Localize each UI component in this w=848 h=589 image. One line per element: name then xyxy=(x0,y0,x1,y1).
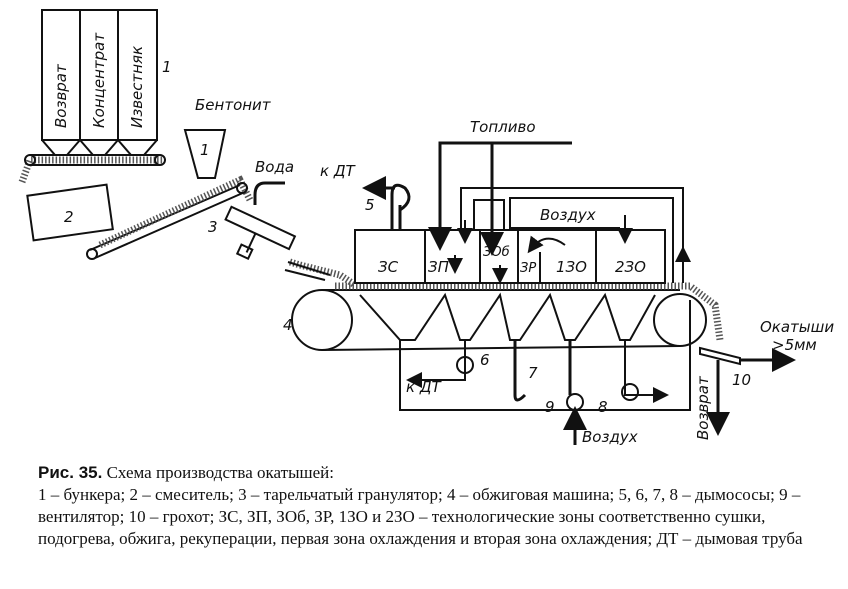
fuel-label: Топливо xyxy=(470,118,536,136)
pellets-label: Окатыши xyxy=(760,318,834,336)
zone-cooling-2: 2ЗО xyxy=(615,258,646,276)
bentonite-hopper xyxy=(183,129,227,179)
return-label: Возврат xyxy=(694,375,712,440)
zone-drying: ЗС xyxy=(378,258,399,276)
label-5: 5 xyxy=(365,196,375,214)
water-label: Вода xyxy=(255,158,294,176)
roller-left xyxy=(291,289,353,351)
label-6: 6 xyxy=(480,351,490,369)
label-1b: 1 xyxy=(200,141,210,159)
label-7: 7 xyxy=(528,364,538,382)
label-8: 8 xyxy=(598,398,608,416)
air-bottom-label: Воздух xyxy=(582,428,638,446)
zone-preheat: ЗП xyxy=(428,258,449,276)
mixer xyxy=(26,183,114,242)
figure-title: Схема производства окатышей: xyxy=(106,463,334,482)
pellets-size-label: >5мм xyxy=(772,336,817,354)
zone-recuperation: ЗР xyxy=(520,261,536,276)
bentonite-label: Бентонит xyxy=(195,96,272,114)
bunker-return-label: Возврат xyxy=(52,63,70,128)
pellet-production-diagram: Возврат Концентрат Известняк 1 2 Бентони… xyxy=(18,9,834,446)
bunker-concentrate-label: Концентрат xyxy=(90,32,108,128)
roller-right xyxy=(653,293,707,347)
zone-firing: ЗОб xyxy=(483,245,510,260)
wind-boxes xyxy=(359,292,656,341)
screen xyxy=(699,346,741,366)
label-4: 4 xyxy=(283,316,293,334)
label-9: 9 xyxy=(545,398,555,416)
label-3: 3 xyxy=(208,218,218,236)
label-1: 1 xyxy=(162,58,172,76)
to-chimney-bottom-label: к ДТ xyxy=(406,378,443,396)
disc-granulator xyxy=(224,205,297,261)
figure-caption: Рис. 35. Схема производства окатышей: 1 … xyxy=(38,462,828,550)
induration-machine: ЗС ЗП ЗОб ЗР 1ЗО 2ЗО xyxy=(354,229,666,284)
to-chimney-top-label: к ДТ xyxy=(320,162,357,180)
zone-cooling-1: 1ЗО xyxy=(556,258,587,276)
label-2: 2 xyxy=(64,208,74,226)
bunker-limestone-label: Известняк xyxy=(128,46,146,128)
figure-legend: 1 – бункера; 2 – смеситель; 3 – тарельча… xyxy=(38,485,803,548)
figure-number: Рис. 35. xyxy=(38,463,103,482)
label-10: 10 xyxy=(732,371,751,389)
air-top-label: Воздух xyxy=(540,206,596,224)
bunkers: Возврат Концентрат Известняк 1 xyxy=(41,9,172,156)
